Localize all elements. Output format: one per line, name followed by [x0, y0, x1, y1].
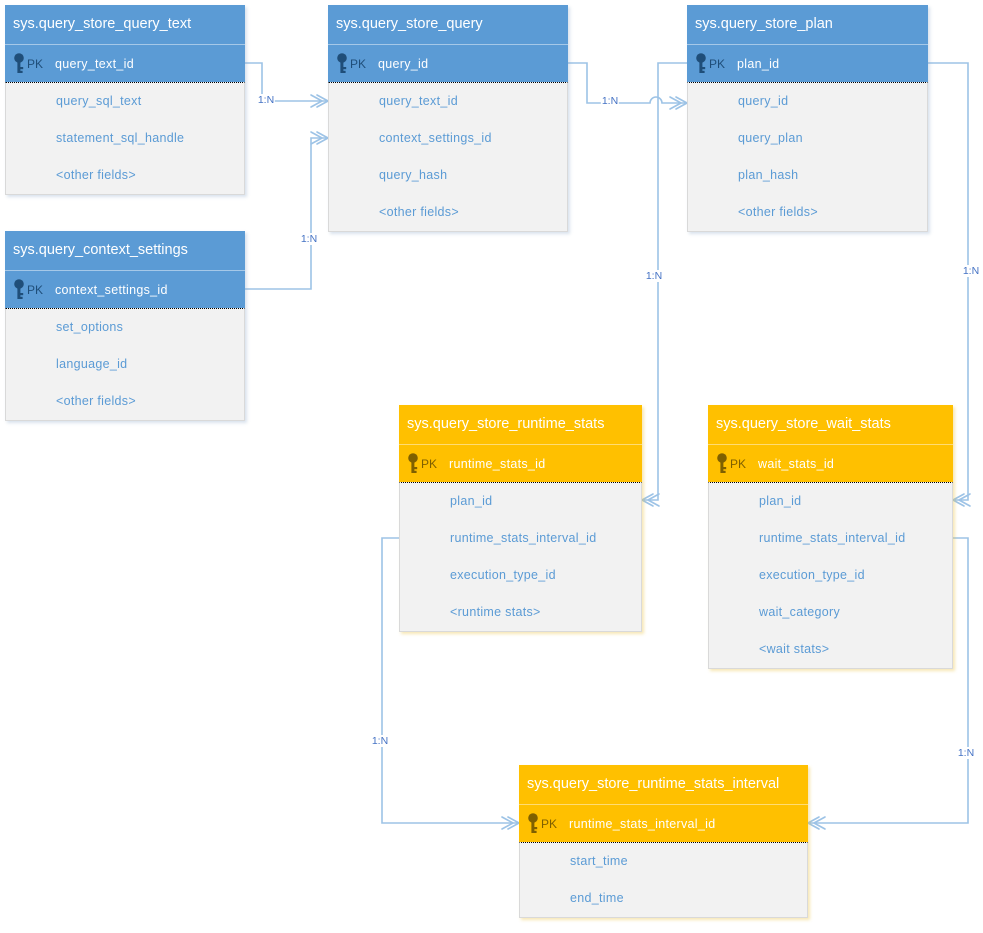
field-row: runtime_stats_interval_id	[450, 531, 597, 545]
relationship-line	[568, 62, 687, 104]
field-list: query_id query_plan plan_hash <other fie…	[687, 82, 928, 232]
pk-label: PK	[350, 56, 367, 71]
field-list: start_time end_time	[519, 842, 808, 918]
field-row: execution_type_id	[450, 568, 556, 582]
pk-field-name: runtime_stats_id	[449, 456, 546, 471]
relationship-label: 1:N	[961, 265, 981, 277]
field-row: runtime_stats_interval_id	[759, 531, 906, 545]
field-row: language_id	[56, 357, 128, 371]
many-arrow-icon	[641, 493, 660, 507]
pk-field-name: query_id	[378, 56, 429, 71]
field-row: wait_category	[759, 605, 841, 619]
pk-field-name: context_settings_id	[55, 282, 168, 297]
relationship-line	[245, 137, 328, 290]
field-row: query_text_id	[379, 94, 458, 108]
relationship-label: 1:N	[370, 735, 390, 747]
field-row: context_settings_id	[379, 131, 492, 145]
table-title: sys.query_store_query_text	[5, 5, 245, 44]
field-row: query_plan	[738, 131, 803, 145]
primary-key-row: PK query_text_id	[5, 44, 245, 82]
primary-key-row: PK query_id	[328, 44, 568, 82]
relationship-label: 1:N	[256, 94, 276, 106]
field-list: query_sql_text statement_sql_handle <oth…	[5, 82, 245, 195]
relationship-line	[245, 62, 328, 102]
key-icon	[14, 279, 24, 299]
many-arrow-icon	[807, 816, 826, 830]
field-list: plan_id runtime_stats_interval_id execut…	[708, 482, 953, 669]
table-title: sys.query_store_runtime_stats	[399, 405, 642, 444]
table-title: sys.query_store_runtime_stats_interval	[519, 765, 808, 804]
relationship-label: 1:N	[299, 233, 319, 245]
pk-field-name: runtime_stats_interval_id	[569, 816, 716, 831]
field-row: end_time	[570, 891, 624, 905]
field-row: start_time	[570, 854, 628, 868]
entity-query-context-settings: sys.query_context_settings PK context_se…	[5, 231, 245, 421]
primary-key-row: PK wait_stats_id	[708, 444, 953, 482]
field-list: query_text_id context_settings_id query_…	[328, 82, 568, 232]
table-title: sys.query_store_query	[328, 5, 568, 44]
key-icon	[717, 453, 727, 473]
field-list: plan_id runtime_stats_interval_id execut…	[399, 482, 642, 632]
pk-field-name: query_text_id	[55, 56, 134, 71]
entity-query-store-query-text: sys.query_store_query_text PK query_text…	[5, 5, 245, 195]
field-row: <other fields>	[56, 394, 136, 408]
pk-label: PK	[730, 456, 747, 471]
primary-key-row: PK runtime_stats_id	[399, 444, 642, 482]
key-icon	[696, 53, 706, 73]
field-row: query_sql_text	[56, 94, 142, 108]
key-icon	[408, 453, 418, 473]
table-title: sys.query_store_wait_stats	[708, 405, 953, 444]
pk-label: PK	[27, 282, 44, 297]
key-icon	[528, 813, 538, 833]
relationship-label: 1:N	[600, 95, 620, 107]
entity-query-store-query: sys.query_store_query PK query_id query_…	[328, 5, 568, 232]
relationship-label: 1:N	[956, 747, 976, 759]
entity-query-store-runtime-stats-interval: sys.query_store_runtime_stats_interval P…	[519, 765, 808, 918]
table-title: sys.query_store_plan	[687, 5, 928, 44]
primary-key-row: PK runtime_stats_interval_id	[519, 804, 808, 842]
entity-query-store-plan: sys.query_store_plan PK plan_id query_id…	[687, 5, 928, 232]
field-row: plan_id	[450, 494, 493, 508]
pk-label: PK	[27, 56, 44, 71]
field-row: <other fields>	[379, 205, 459, 219]
many-arrow-icon	[952, 493, 971, 507]
relationship-line	[808, 537, 969, 824]
field-list: set_options language_id <other fields>	[5, 308, 245, 421]
field-row: execution_type_id	[759, 568, 865, 582]
field-row: query_id	[738, 94, 789, 108]
field-row: statement_sql_handle	[56, 131, 185, 145]
key-icon	[14, 53, 24, 73]
relationship-label: 1:N	[644, 270, 664, 282]
relationship-line	[381, 537, 519, 824]
field-row: plan_id	[759, 494, 802, 508]
field-row: query_hash	[379, 168, 448, 182]
field-row: <other fields>	[738, 205, 818, 219]
field-row: <other fields>	[56, 168, 136, 182]
field-row: <runtime stats>	[450, 605, 541, 619]
primary-key-row: PK context_settings_id	[5, 270, 245, 308]
entity-query-store-wait-stats: sys.query_store_wait_stats PK wait_stats…	[708, 405, 953, 669]
field-row: set_options	[56, 320, 124, 334]
pk-field-name: plan_id	[737, 56, 780, 71]
pk-label: PK	[541, 816, 558, 831]
entity-query-store-runtime-stats: sys.query_store_runtime_stats PK runtime…	[399, 405, 642, 632]
table-title: sys.query_context_settings	[5, 231, 245, 270]
primary-key-row: PK plan_id	[687, 44, 928, 82]
pk-field-name: wait_stats_id	[758, 456, 835, 471]
field-row: <wait stats>	[759, 642, 830, 656]
key-icon	[337, 53, 347, 73]
pk-label: PK	[709, 56, 726, 71]
field-row: plan_hash	[738, 168, 799, 182]
pk-label: PK	[421, 456, 438, 471]
